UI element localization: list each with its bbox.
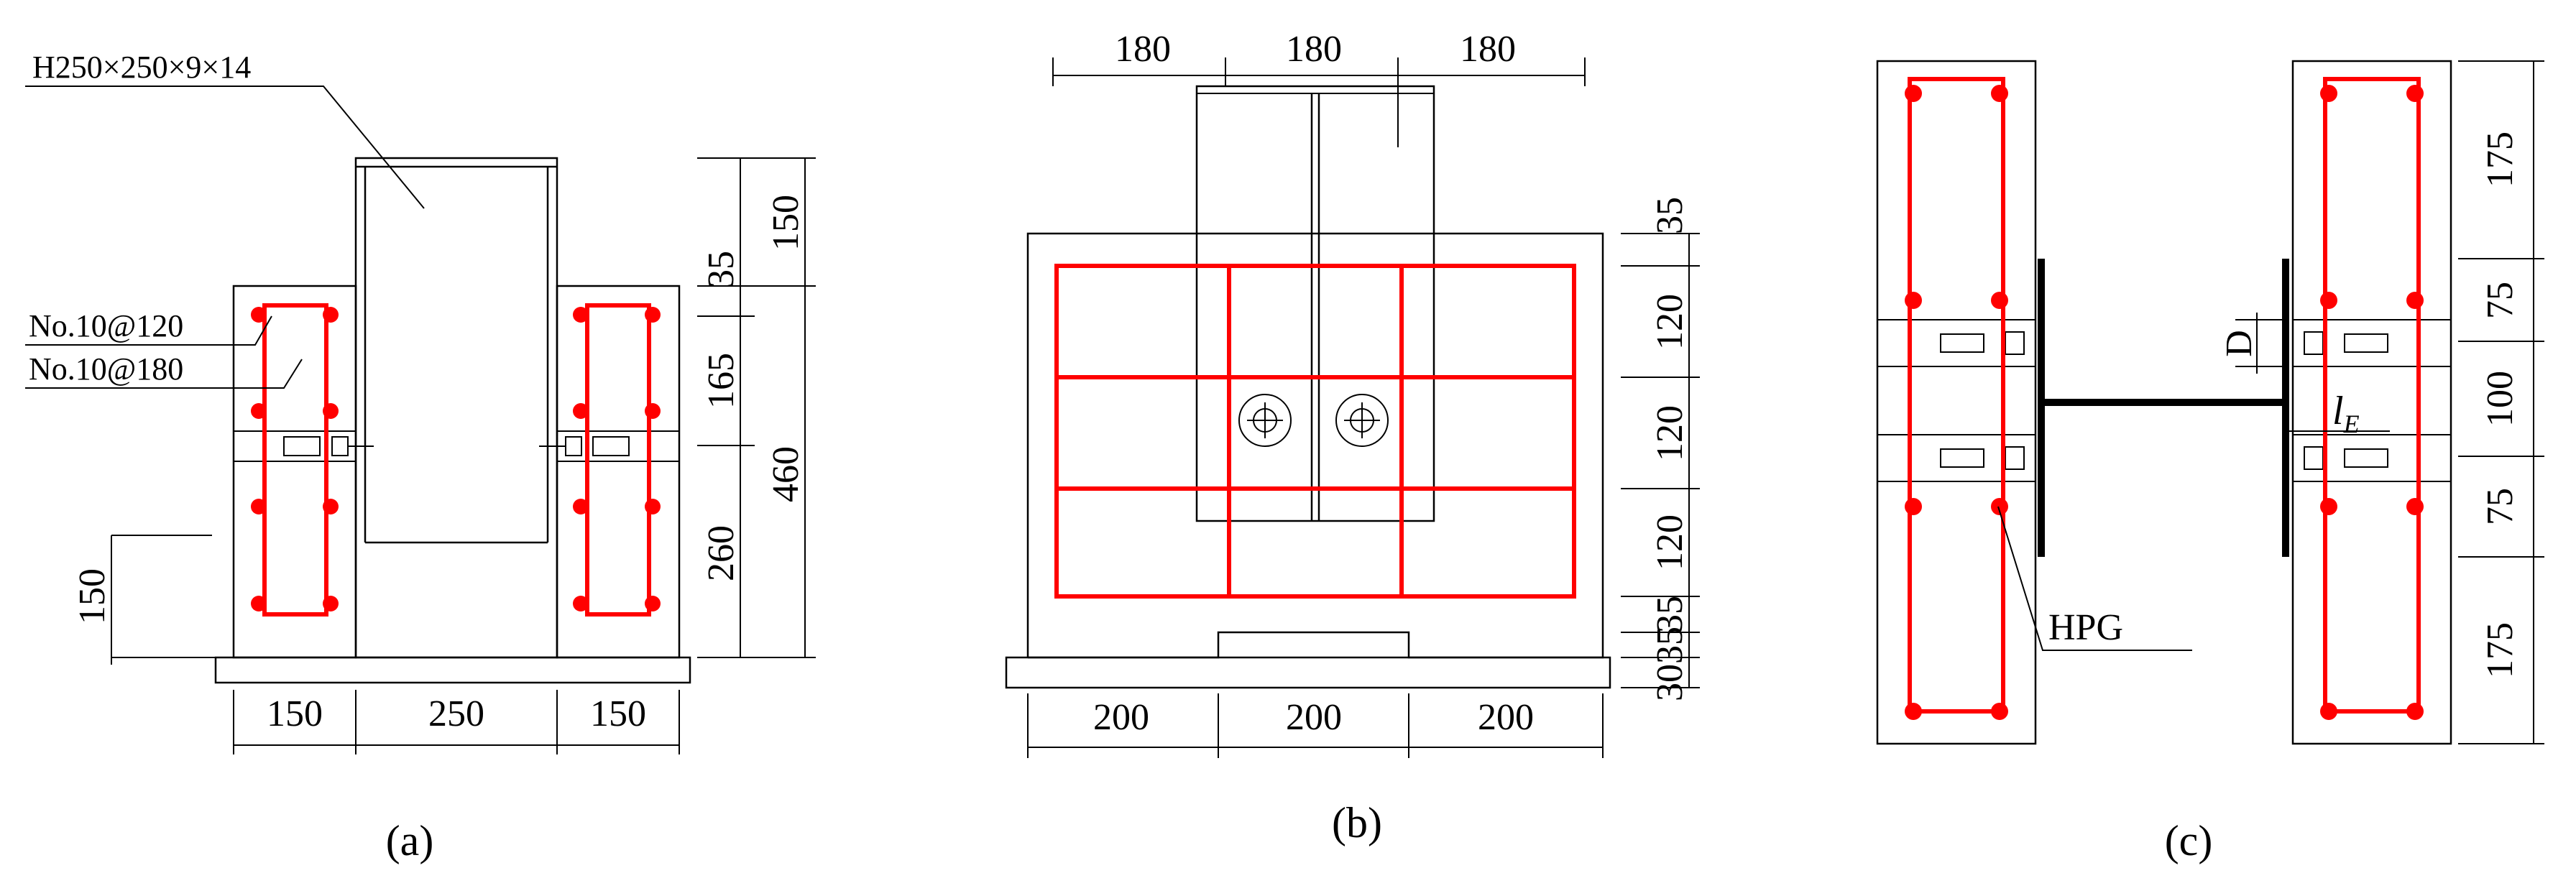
- dim-b-top-1: 180: [1115, 29, 1171, 70]
- grout-strip-right: [556, 430, 680, 462]
- stirrup-left: [262, 303, 328, 617]
- stirrup-label-2: No.10@180: [29, 351, 183, 387]
- base-plate: [214, 656, 691, 684]
- label-d: D: [2219, 330, 2260, 357]
- dim-a-right-460: 460: [765, 446, 806, 502]
- dim-b-bottom-3: 200: [1478, 697, 1534, 738]
- panel-a: H250×250×9×14 No.10@120 No.10@180 150 25…: [25, 50, 816, 864]
- rebar-dots-c: [1905, 85, 2424, 720]
- bolt-heads-b: [1238, 394, 1389, 447]
- section-label: H250×250×9×14: [32, 50, 251, 85]
- dim-b-right-120c: 120: [1650, 514, 1690, 571]
- dim-a-right-150: 150: [765, 195, 806, 251]
- panel-c: D lE HPG 175 75 100 75 175 (c): [1876, 60, 2544, 864]
- dim-b-right-35c: 35: [1650, 627, 1690, 664]
- dim-a-bottom-2: 250: [428, 693, 484, 734]
- dim-a-right-260: 260: [701, 525, 742, 581]
- caption-a: (a): [386, 817, 434, 864]
- dim-b-top-2: 180: [1286, 29, 1342, 70]
- dim-b-right-120b: 120: [1650, 405, 1690, 461]
- rebar-grid-b: [1054, 264, 1576, 599]
- right-concrete-c: [2291, 60, 2452, 745]
- panel-b: 180 180 180 200 200 200 35 120 120 120 3…: [1005, 29, 1700, 846]
- dim-a-right-35: 35: [701, 251, 742, 288]
- dim-b-bottom-1: 200: [1093, 697, 1149, 738]
- grout-strip-left: [233, 430, 356, 462]
- caption-c: (c): [2165, 817, 2213, 864]
- rebar-dots-a: [251, 307, 661, 611]
- stirrup-c-left: [1908, 77, 2005, 714]
- label-le: lE: [2332, 389, 2360, 438]
- dim-b-bottom-2: 200: [1286, 697, 1342, 738]
- dim-c-right-175a: 175: [2480, 131, 2521, 188]
- dim-c-right-175b: 175: [2480, 622, 2521, 678]
- left-concrete-c: [1876, 60, 2037, 745]
- label-hpg: HPG: [2048, 607, 2123, 648]
- dim-a-bottom-3: 150: [590, 693, 646, 734]
- dim-b-right-120a: 120: [1650, 294, 1690, 350]
- caption-b: (b): [1332, 799, 1382, 846]
- base-plate-b: [1005, 656, 1611, 689]
- stirrup-c-right: [2323, 77, 2421, 714]
- steel-column: [354, 157, 558, 659]
- dim-b-top-3: 180: [1460, 29, 1516, 70]
- dim-b-right-35b: 35: [1650, 596, 1690, 633]
- dim-a-right-165: 165: [701, 353, 742, 409]
- dim-c-right-100: 100: [2480, 371, 2521, 427]
- dim-a-bottom-1: 150: [267, 693, 323, 734]
- steel-column-b: [1195, 85, 1435, 522]
- dim-c-right-75a: 75: [2480, 282, 2521, 319]
- dim-b-right-30: 30: [1650, 664, 1690, 701]
- stirrup-right: [585, 303, 651, 617]
- label-le-sub: E: [2343, 410, 2360, 438]
- stirrup-label-1: No.10@120: [29, 308, 183, 343]
- dim-a-left-150: 150: [72, 568, 113, 624]
- dim-b-right-35a: 35: [1650, 197, 1690, 234]
- dim-c-right-75b: 75: [2480, 488, 2521, 525]
